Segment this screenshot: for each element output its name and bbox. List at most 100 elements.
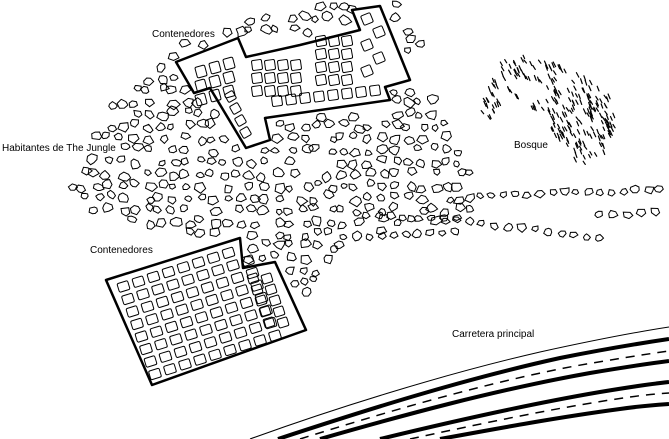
tree-mark bbox=[582, 140, 586, 147]
shelter-tent bbox=[362, 124, 373, 132]
shelter-tent bbox=[329, 205, 338, 213]
shelter-tent bbox=[128, 100, 139, 108]
tree-mark bbox=[553, 90, 557, 97]
container-unit bbox=[372, 51, 386, 65]
container-unit bbox=[131, 275, 146, 288]
tree-mark bbox=[586, 112, 590, 117]
tree-mark bbox=[593, 106, 597, 112]
shelter-tent bbox=[168, 183, 177, 190]
container-unit bbox=[130, 317, 144, 331]
shelter-tent bbox=[393, 156, 403, 166]
shelter-tent bbox=[193, 228, 206, 238]
container-unit bbox=[239, 126, 252, 139]
tree-mark bbox=[571, 104, 575, 111]
shelter-tent bbox=[275, 231, 285, 240]
container-unit bbox=[290, 72, 302, 84]
shelter-tent bbox=[335, 132, 344, 141]
container-unit bbox=[340, 34, 354, 48]
main-road-label: Carretera principal bbox=[452, 329, 535, 340]
shelter-tent bbox=[256, 204, 270, 216]
container-unit bbox=[277, 72, 289, 84]
shelter-tent bbox=[380, 168, 390, 179]
tree-mark bbox=[606, 123, 610, 129]
shelter-tent bbox=[455, 202, 467, 213]
shelter-tent bbox=[629, 184, 640, 194]
tree-mark bbox=[595, 95, 599, 101]
container-unit bbox=[145, 313, 159, 326]
shelter-tent bbox=[635, 208, 647, 218]
tree-mark bbox=[582, 129, 587, 136]
shelter-tent bbox=[193, 182, 207, 194]
tree-mark bbox=[610, 126, 614, 132]
shelter-tent bbox=[133, 84, 142, 92]
shelter-tent bbox=[167, 196, 177, 205]
shelter-tent bbox=[120, 207, 131, 217]
shelter-tent bbox=[333, 240, 345, 250]
shelter-tent bbox=[133, 109, 143, 118]
tree-mark bbox=[586, 130, 590, 136]
shelter-tent bbox=[450, 227, 459, 236]
shelter-tent bbox=[204, 117, 216, 130]
container-unit bbox=[260, 272, 274, 285]
shelter-tent bbox=[431, 183, 444, 194]
tree-mark bbox=[554, 100, 558, 105]
shelter-tent bbox=[179, 204, 189, 213]
tree-mark bbox=[547, 107, 551, 113]
container-unit bbox=[151, 283, 165, 296]
shelter-tent bbox=[377, 231, 387, 241]
container-unit bbox=[258, 305, 272, 318]
container-unit bbox=[179, 316, 194, 329]
road-lane-line-1 bbox=[277, 337, 669, 439]
shelter-tent bbox=[376, 193, 386, 202]
container-unit bbox=[193, 353, 207, 366]
container-unit bbox=[230, 271, 245, 284]
shelter-tent bbox=[403, 135, 416, 145]
container-unit bbox=[372, 25, 386, 39]
shelter-tent bbox=[644, 186, 655, 195]
tree-mark bbox=[588, 101, 591, 108]
tree-mark bbox=[565, 106, 570, 112]
tree-mark bbox=[551, 118, 556, 125]
shelter-tent bbox=[595, 188, 604, 197]
container-unit bbox=[221, 246, 236, 259]
tree-mark bbox=[595, 102, 599, 108]
shelter-tent bbox=[88, 206, 99, 215]
tree-mark bbox=[514, 93, 519, 100]
shelter-tent bbox=[516, 223, 528, 233]
tree-mark bbox=[574, 93, 579, 98]
tree-mark bbox=[609, 115, 613, 121]
shelter-tent bbox=[127, 133, 140, 145]
shelter-tent bbox=[402, 28, 414, 36]
shelter-tent bbox=[404, 87, 416, 98]
container-unit bbox=[360, 38, 374, 52]
shelter-tent bbox=[117, 171, 132, 182]
container-unit bbox=[163, 363, 177, 376]
container-unit bbox=[244, 309, 258, 322]
shelter-tent bbox=[486, 192, 496, 199]
container-unit bbox=[206, 251, 221, 264]
shelter-tent bbox=[300, 254, 313, 266]
shelter-tent bbox=[321, 10, 334, 22]
tree-mark bbox=[571, 99, 575, 104]
shelter-tent bbox=[464, 193, 476, 204]
shelter-tent bbox=[582, 233, 592, 241]
tree-mark bbox=[568, 121, 572, 128]
shelter-tent bbox=[425, 228, 435, 237]
shelter-tent bbox=[336, 204, 344, 213]
tree-mark bbox=[551, 126, 555, 132]
road-lane-line-3 bbox=[379, 380, 669, 439]
shelter-tent bbox=[116, 98, 129, 109]
shelter-tent bbox=[321, 170, 332, 184]
container-unit bbox=[194, 64, 208, 79]
tree-mark bbox=[570, 107, 574, 113]
shelter-tent bbox=[144, 169, 153, 177]
shelter-tent bbox=[364, 149, 373, 156]
tree-mark bbox=[589, 133, 593, 139]
container-unit bbox=[340, 73, 354, 87]
container-unit bbox=[139, 342, 153, 356]
shelter-tent bbox=[653, 185, 664, 193]
shelter-tent bbox=[441, 157, 450, 166]
shelter-tent bbox=[650, 207, 661, 217]
tree-mark bbox=[514, 74, 518, 80]
tree-mark bbox=[557, 128, 561, 134]
